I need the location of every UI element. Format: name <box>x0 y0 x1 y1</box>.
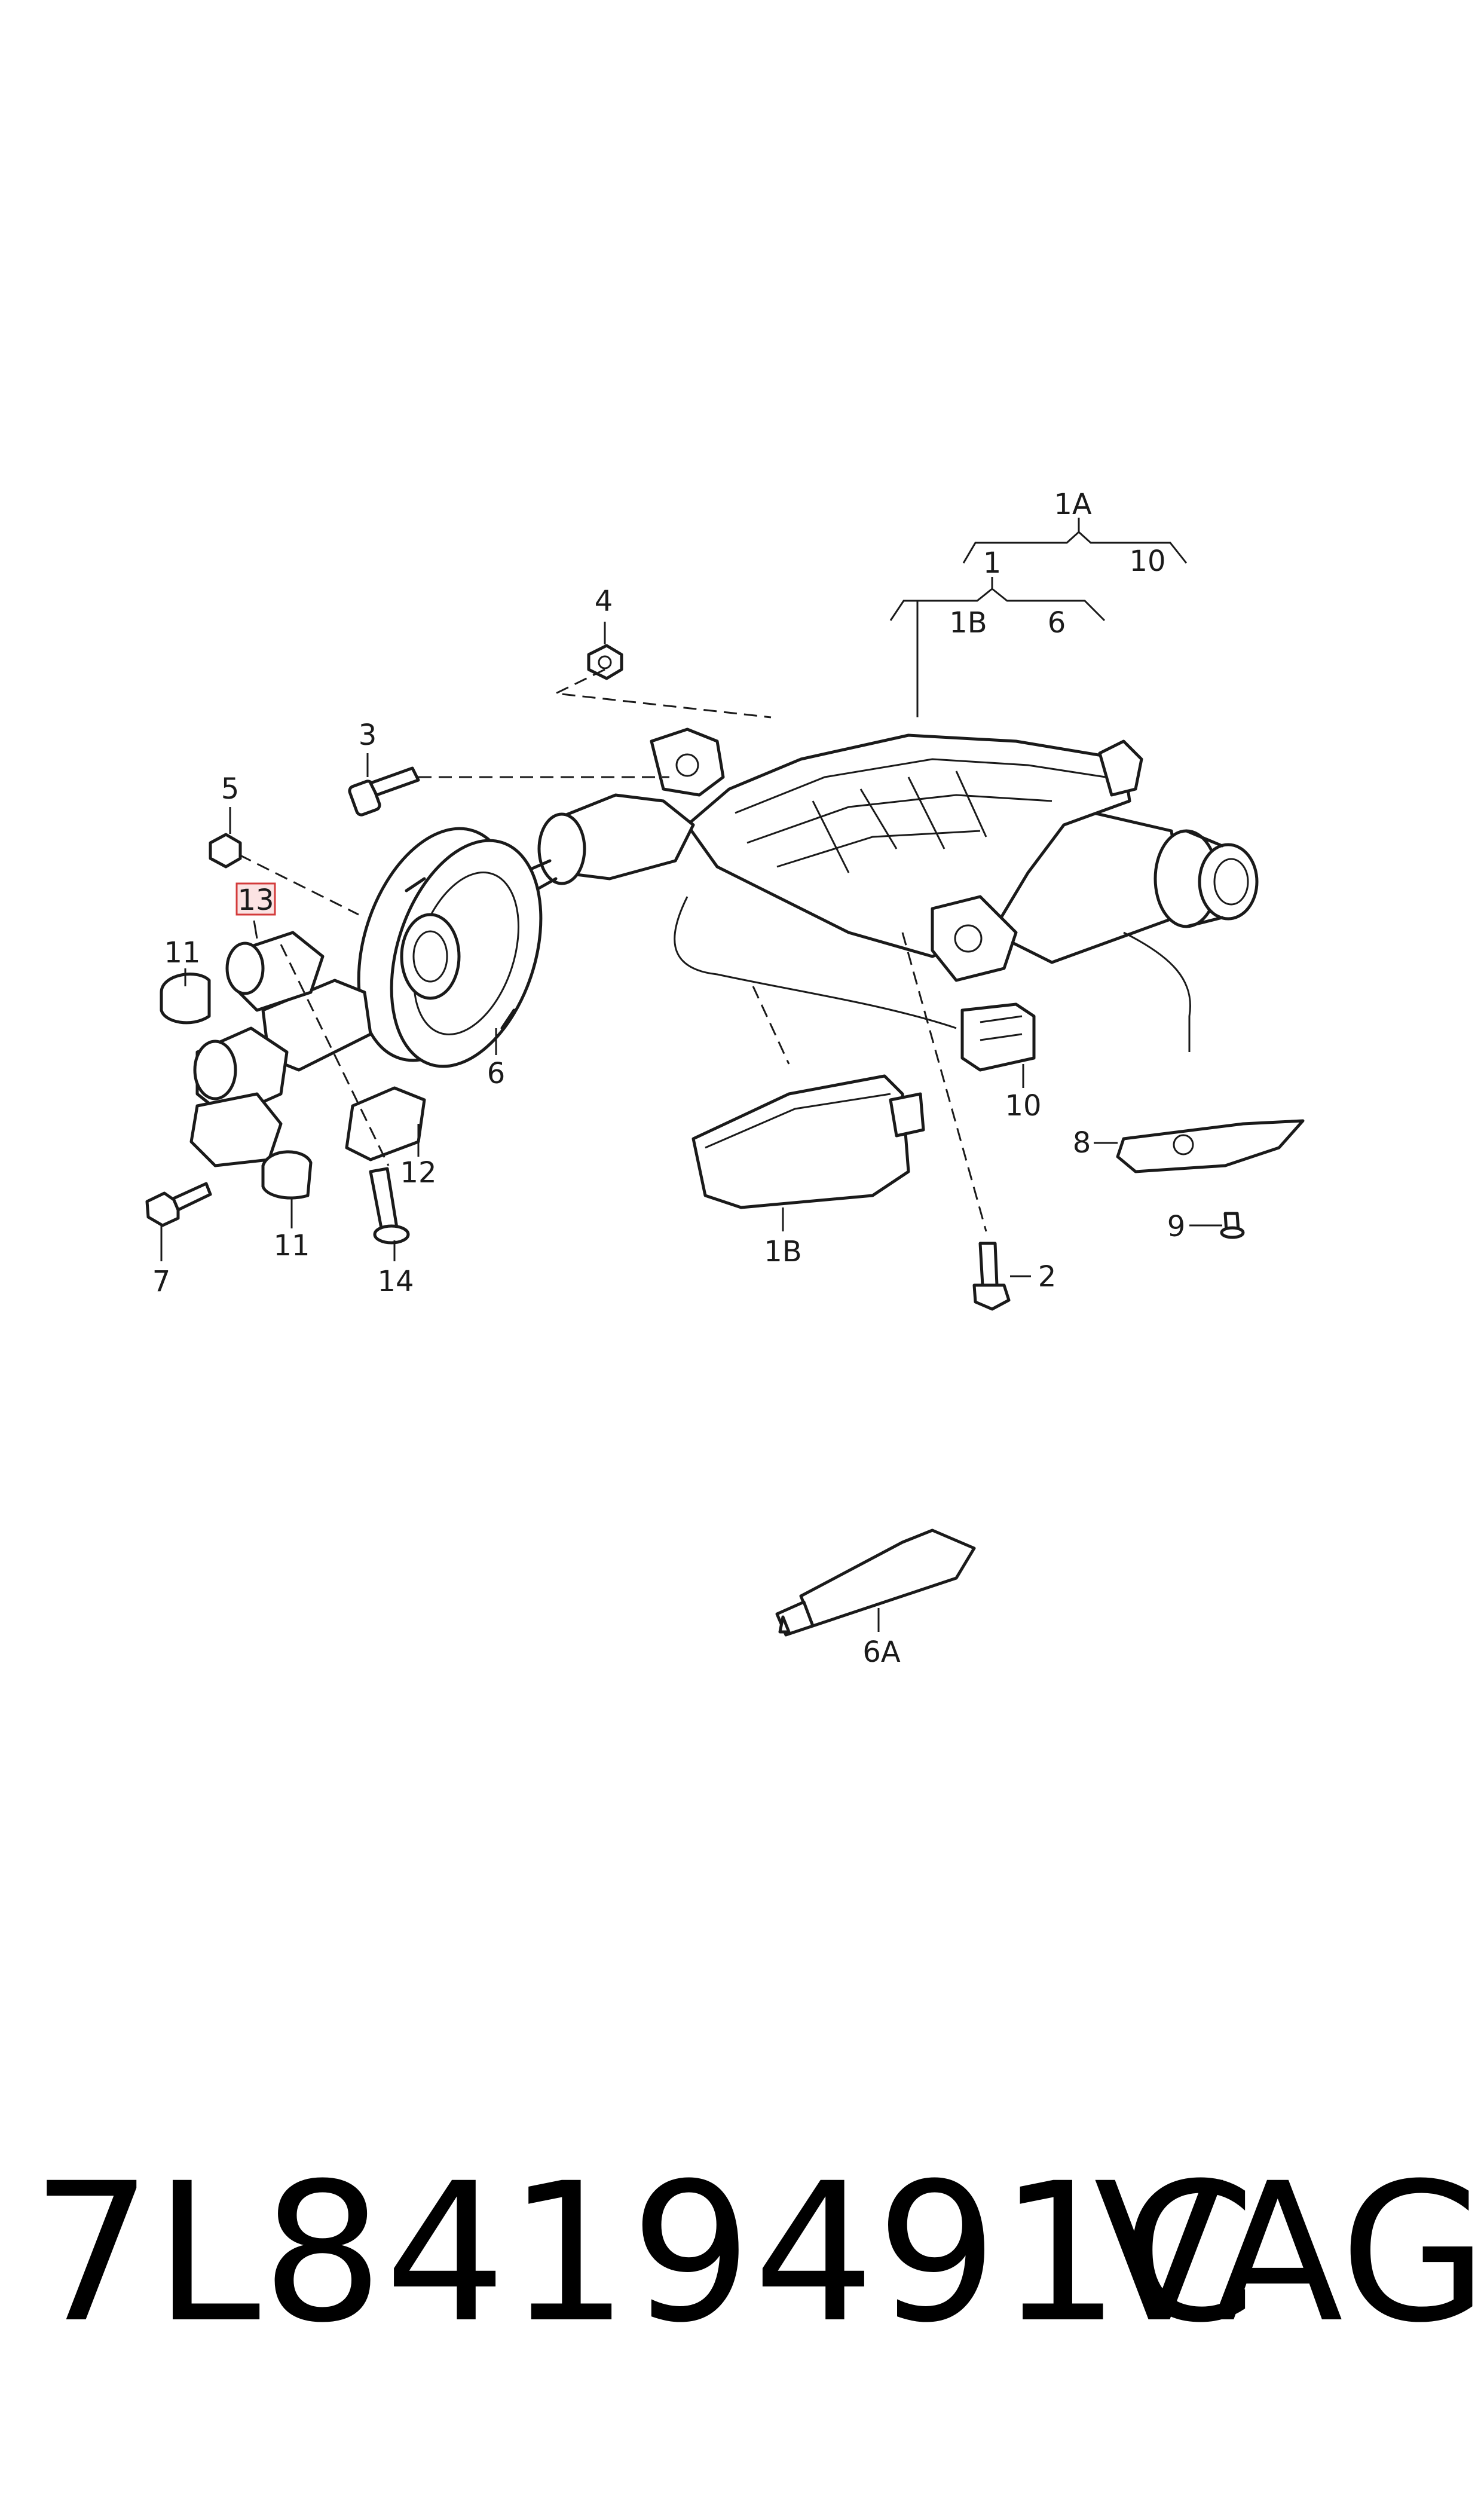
label-1A: 1A <box>1054 488 1092 521</box>
part-number: 7L8419491C <box>31 2142 1257 2365</box>
lower-shaft-joint <box>189 931 372 1167</box>
label-6: 6 <box>487 1057 506 1090</box>
label-5: 5 <box>221 772 240 806</box>
assembly-hierarchy-brackets <box>889 518 1188 717</box>
brand-name: VAG <box>1094 2142 1484 2365</box>
label-1: 1 <box>983 546 1002 580</box>
footer: 7L8419491C VAG <box>0 2128 1484 2379</box>
label-11-bottom: 11 <box>273 1229 310 1262</box>
small-hardware <box>145 644 1305 1637</box>
callout-labels: 1A 10 1 1B 6 4 3 5 13 11 6 12 7 11 14 10… <box>152 488 1186 1669</box>
label-10: 10 <box>1005 1089 1041 1123</box>
column-flange <box>357 827 543 1068</box>
label-10-top: 10 <box>1129 545 1165 578</box>
highlighted-part-box <box>235 882 276 916</box>
label-6-top: 6 <box>1048 606 1066 640</box>
nut-4 <box>587 644 623 680</box>
label-1B-top: 1B <box>949 606 987 640</box>
steering-column-assembly <box>452 727 1259 1072</box>
label-13: 13 <box>237 883 274 917</box>
label-7: 7 <box>152 1265 171 1298</box>
leader-lines <box>160 622 1222 1632</box>
exploded-parts-diagram: 1A 10 1 1B 6 4 3 5 13 11 6 12 7 11 14 10… <box>145 488 1305 1669</box>
label-8: 8 <box>1073 1126 1091 1160</box>
assembly-dashed-lines <box>238 668 987 1232</box>
label-2: 2 <box>1038 1260 1057 1294</box>
label-11-left: 11 <box>164 936 200 970</box>
label-3: 3 <box>359 719 377 752</box>
label-14: 14 <box>377 1265 414 1298</box>
label-1B: 1B <box>764 1235 801 1268</box>
label-12: 12 <box>400 1156 436 1190</box>
label-4: 4 <box>595 585 613 618</box>
label-9: 9 <box>1167 1210 1186 1243</box>
label-6A: 6A <box>862 1635 901 1669</box>
